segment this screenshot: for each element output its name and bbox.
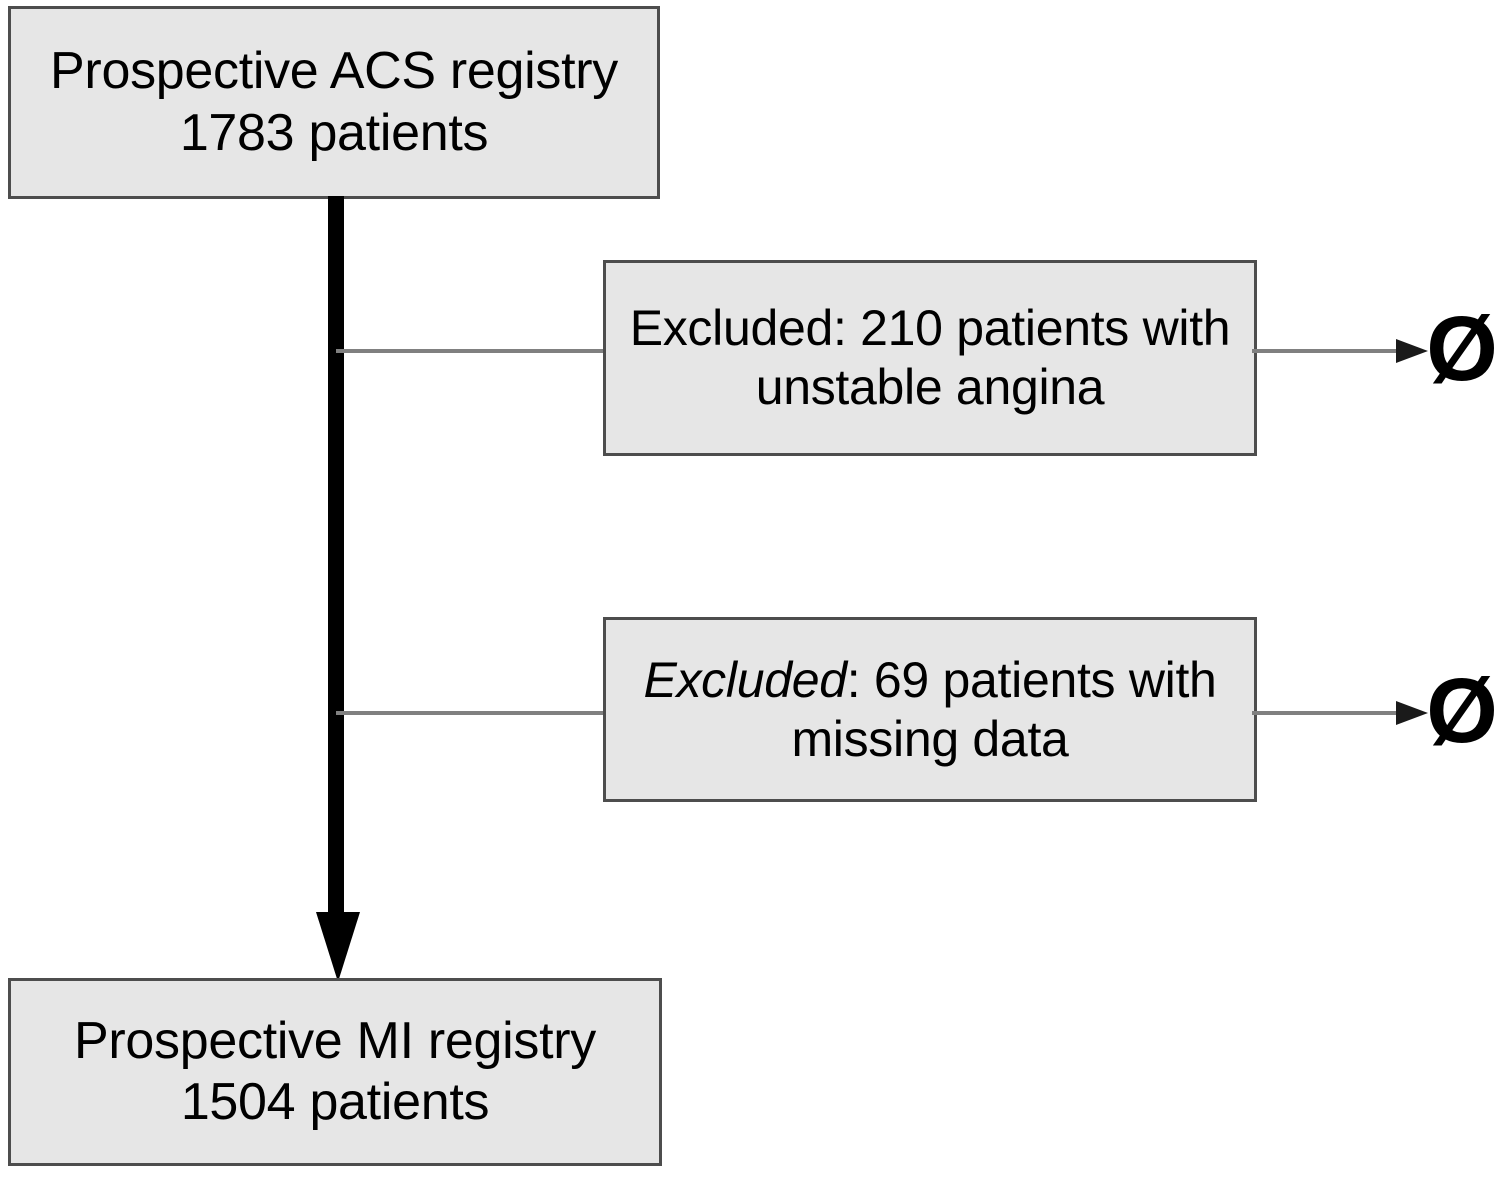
result-cohort-box: Prospective MI registry 1504 patients (8, 978, 662, 1166)
exclusion-label-2-emphasis: Excluded (643, 651, 847, 708)
null-set-icon-2: Ø (1426, 660, 1498, 762)
terminal-arrow-1 (1252, 339, 1428, 363)
branch-connector-exclusion-2 (336, 711, 612, 715)
exclusion-box-2: Excluded: 69 patients with missing data (603, 617, 1257, 802)
exclusion-label-2: Excluded: 69 patients with missing data (606, 651, 1254, 769)
branch-connector-exclusion-1 (336, 349, 612, 353)
exclusion-label-2-rest: : 69 patients with missing data (791, 651, 1217, 767)
source-cohort-label: Prospective ACS registry 1783 patients (50, 42, 618, 162)
main-flow-arrow (316, 196, 360, 982)
terminal-arrow-2 (1252, 701, 1428, 725)
exclusion-label-1: Excluded: 210 patients with unstable ang… (629, 300, 1231, 415)
exclusion-box-1: Excluded: 210 patients with unstable ang… (603, 260, 1257, 456)
source-cohort-box: Prospective ACS registry 1783 patients (8, 6, 660, 199)
result-cohort-label: Prospective MI registry 1504 patients (74, 1011, 596, 1131)
null-set-icon-1: Ø (1426, 298, 1498, 400)
